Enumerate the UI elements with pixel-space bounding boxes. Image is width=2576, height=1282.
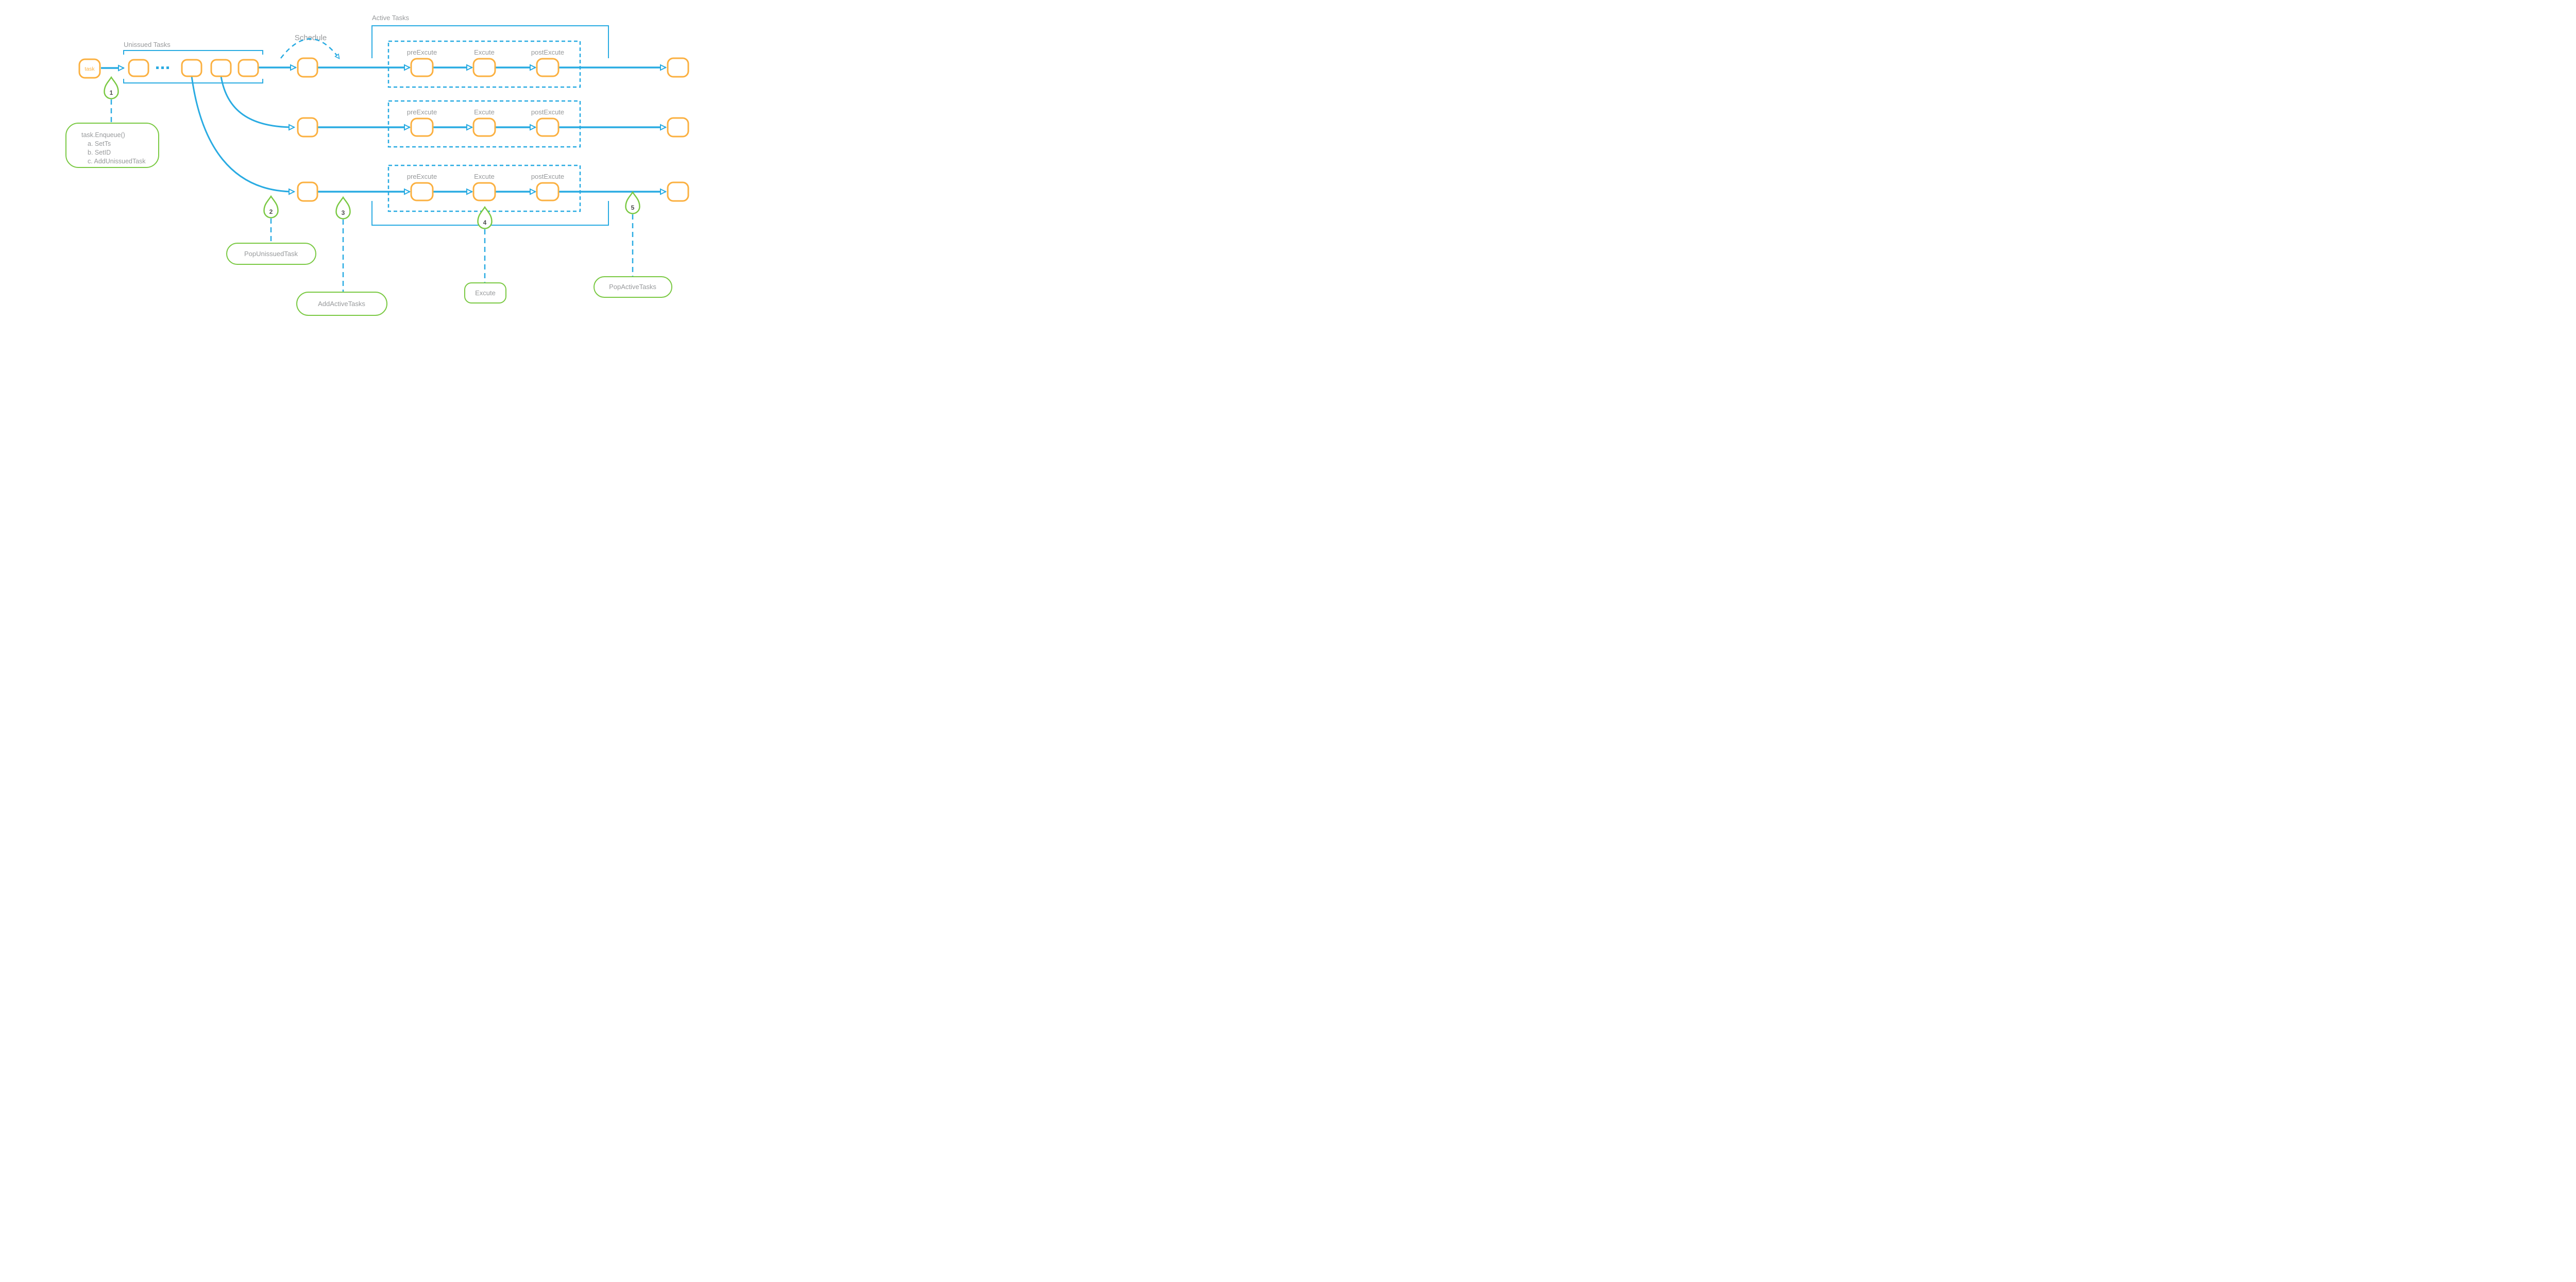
add-active-tasks-label: AddActiveTasks bbox=[318, 300, 365, 308]
row2-postexcute-label: postExcute bbox=[531, 108, 564, 116]
ellipsis-dot bbox=[166, 66, 169, 69]
ellipsis-dot bbox=[156, 66, 159, 69]
pop-active-tasks-label: PopActiveTasks bbox=[609, 283, 656, 291]
marker4-number: 4 bbox=[483, 219, 487, 226]
pill-add-active-tasks: AddActiveTasks bbox=[296, 292, 387, 316]
row1-post-node bbox=[536, 58, 560, 77]
marker-pin-3: 3 bbox=[335, 196, 351, 220]
active-tasks-label: Active Tasks bbox=[372, 14, 410, 22]
row2-preexcute-label: preExcute bbox=[407, 108, 437, 116]
pill-pop-unissued-task: PopUnissuedTask bbox=[226, 243, 316, 265]
marker-pin-4: 4 bbox=[477, 206, 493, 229]
row3-post-node bbox=[536, 182, 560, 201]
marker-pin-5: 5 bbox=[625, 191, 640, 214]
queue-node-3 bbox=[210, 59, 232, 77]
row1-exec-node bbox=[472, 58, 496, 77]
pill-pop-active-tasks: PopActiveTasks bbox=[594, 276, 672, 298]
row3-end-node bbox=[667, 181, 689, 202]
note-line-3: b. SetID bbox=[88, 149, 111, 156]
row2-pre-node bbox=[410, 117, 434, 137]
row2-excute-label: Excute bbox=[474, 108, 495, 116]
row2-exec-node bbox=[472, 117, 496, 137]
row3-preexcute-label: preExcute bbox=[407, 173, 437, 180]
task-scheduler-diagram: Unissued Tasks Schedule Active Tasks pre… bbox=[0, 0, 808, 333]
row1-excute-label: Excute bbox=[474, 48, 495, 56]
curve-queue-to-row3 bbox=[191, 76, 294, 192]
queue-node-2 bbox=[181, 59, 202, 77]
pill-excute: Excute bbox=[464, 282, 506, 303]
worker-box-row2 bbox=[387, 100, 581, 148]
task-node-label: task bbox=[84, 66, 95, 72]
marker2-number: 2 bbox=[269, 208, 273, 215]
schedule-arc-arrow bbox=[280, 38, 339, 59]
unissued-bracket-top bbox=[123, 50, 263, 55]
row3-postexcute-label: postExcute bbox=[531, 173, 564, 180]
marker-pin-1: 1 bbox=[104, 76, 119, 99]
pop-unissued-task-label: PopUnissuedTask bbox=[244, 250, 298, 258]
row1-pre-node bbox=[410, 58, 434, 77]
active-tasks-bracket-top bbox=[371, 25, 609, 58]
note-line-2: a. SetTs bbox=[88, 140, 111, 147]
row3-pre-node bbox=[410, 182, 434, 201]
row1-end-node bbox=[667, 57, 689, 78]
row1-preexcute-label: preExcute bbox=[407, 48, 437, 56]
marker5-number: 5 bbox=[631, 204, 635, 211]
worker-box-row3 bbox=[387, 164, 581, 212]
row2-end-node bbox=[667, 117, 689, 138]
row1-postexcute-label: postExcute bbox=[531, 48, 564, 56]
note-task-enqueue: task.Enqueue() a. SetTs b. SetID c. AddU… bbox=[65, 123, 159, 168]
queue-node-4 bbox=[238, 59, 259, 77]
curve-queue-to-row2 bbox=[220, 76, 294, 127]
queue-node-1 bbox=[128, 59, 149, 77]
row1-entry-node bbox=[297, 57, 318, 78]
marker1-number: 1 bbox=[110, 89, 113, 96]
task-node bbox=[78, 58, 101, 79]
row3-entry-node bbox=[297, 181, 318, 202]
marker3-number: 3 bbox=[342, 209, 345, 216]
excute-label: Excute bbox=[475, 289, 496, 297]
row3-excute-label: Excute bbox=[474, 173, 495, 180]
row2-post-node bbox=[536, 117, 560, 137]
row2-entry-node bbox=[297, 117, 318, 138]
unissued-tasks-label: Unissued Tasks bbox=[124, 41, 171, 48]
worker-box-row1 bbox=[387, 40, 581, 88]
row3-exec-node bbox=[472, 182, 496, 201]
note-line-1: task.Enqueue() bbox=[81, 131, 125, 139]
diagram-svg: Unissued Tasks Schedule Active Tasks pre… bbox=[65, 14, 689, 316]
note-line-4: c. AddUnissuedTask bbox=[88, 158, 146, 165]
ellipsis-dot bbox=[161, 66, 164, 69]
marker-pin-2: 2 bbox=[263, 195, 279, 218]
